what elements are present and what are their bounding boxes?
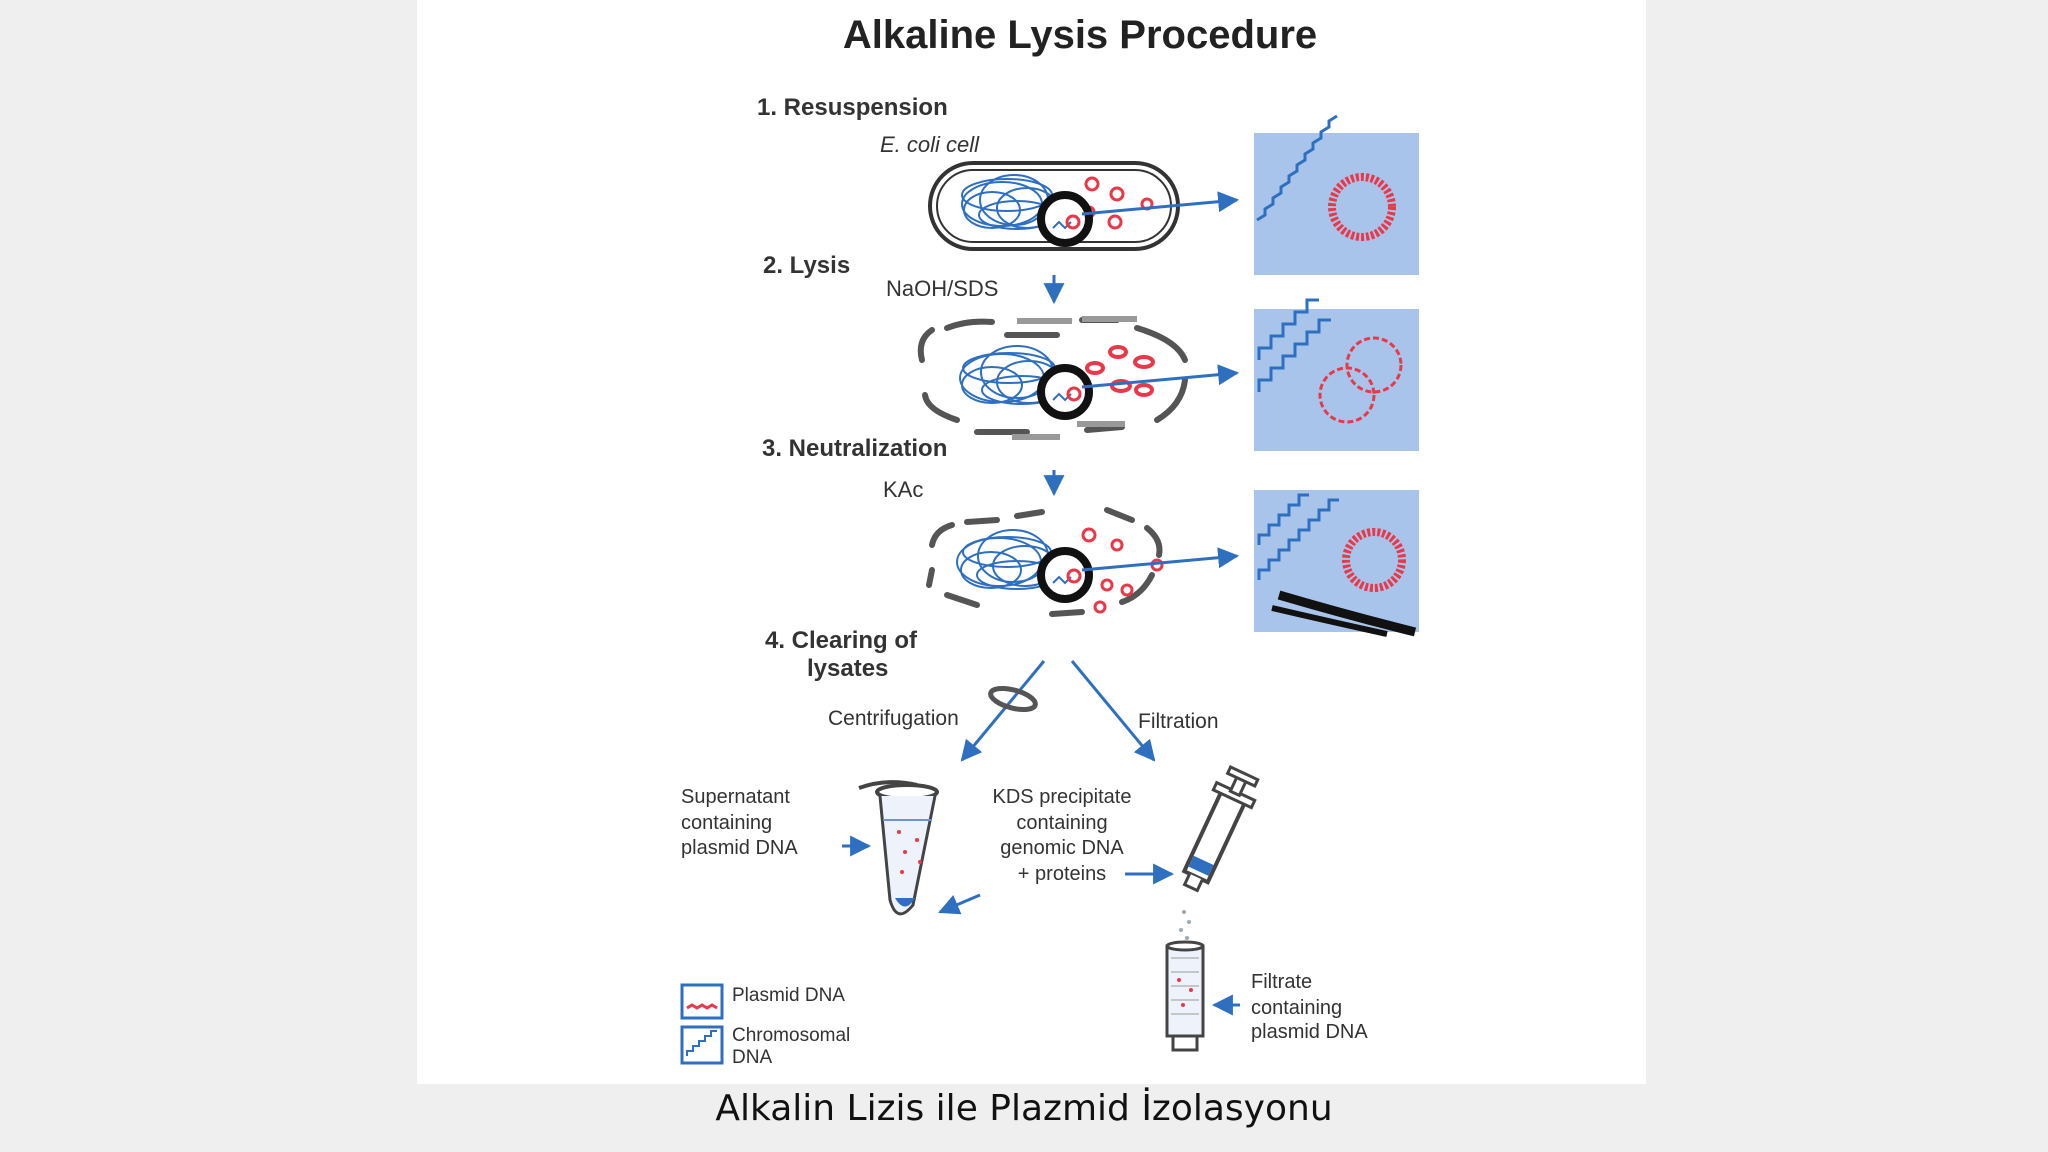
svg-text:Filtrate: Filtrate [1251,971,1312,993]
slide-caption: Alkalin Lizis ile Plazmid İzolasyonu [715,1088,1333,1129]
filtrate-drops [1179,910,1191,940]
microcentrifuge-tube [858,780,939,916]
lysed-cell [917,316,1188,440]
zoom-arrow-3 [1081,547,1240,572]
diagram-title: Alkaline Lysis Procedure [843,13,1317,57]
supernatant-text: Supernatant containing plasmid DNA [681,786,798,859]
legend: Plasmid DNA Chromosomal DNA [680,983,850,1068]
centrifugation-arrow [960,660,1046,762]
zoom-arrow-2 [1081,364,1240,389]
svg-text:KDS precipitate: KDS precipitate [993,786,1132,808]
pellet-arrow [938,893,981,915]
step-clearing-label-line1: 4. Clearing of [765,627,918,654]
alkaline-lysis-diagram: Alkaline Lysis Procedure 1. Resuspension… [680,13,1419,1068]
svg-text:Supernatant: Supernatant [681,786,790,808]
step-lysis-label: 2. Lysis [763,252,850,279]
kds-precipitate-text: KDS precipitate containing genomic DNA +… [993,786,1132,885]
zoom-panel-3 [1254,490,1419,637]
svg-text:+ proteins: + proteins [1018,863,1106,885]
kac-label: KAc [883,477,923,502]
legend-chromosomal-label-line1: Chromosomal [732,1025,850,1046]
legend-plasmid-icon [680,983,724,1020]
neutralized-cell [926,507,1164,617]
svg-text:plasmid DNA: plasmid DNA [1251,1021,1368,1043]
filtration-label: Filtration [1138,710,1219,733]
zoom-lens-1 [1037,191,1093,247]
syringe-filter [1181,765,1260,893]
zoom-panel-2 [1254,298,1419,451]
zoom-lens-2 [1037,364,1093,420]
zoom-panel-1 [1254,114,1419,275]
naoh-sds-label: NaOH/SDS [886,276,998,301]
svg-text:plasmid DNA: plasmid DNA [681,837,798,859]
filtrate-text: Filtrate containing plasmid DNA [1251,971,1368,1043]
filtration-arrow [1070,660,1156,762]
legend-chromosomal-label-line2: DNA [732,1047,772,1068]
svg-text:containing: containing [1251,997,1342,1019]
zoom-arrow-1 [1081,191,1240,216]
centrifuge-rotor-icon [988,685,1038,713]
centrifugation-label: Centrifugation [828,707,959,730]
svg-text:containing: containing [681,812,772,834]
step-neutralization-label: 3. Neutralization [762,435,947,462]
legend-plasmid-label: Plasmid DNA [732,985,845,1006]
legend-chromosomal-icon [680,1025,724,1065]
zoom-lens-3 [1037,547,1093,603]
step-clearing-label-line2: lysates [807,655,888,682]
slide-panel: Alkaline Lysis Procedure 1. Resuspension… [417,0,1646,1084]
step-resuspension-label: 1. Resuspension [757,94,948,121]
svg-text:containing: containing [1016,812,1107,834]
ecoli-label: E. coli cell [880,132,980,157]
collection-tube [1165,940,1205,1052]
ecoli-cell [928,161,1180,251]
svg-text:genomic DNA: genomic DNA [1000,837,1124,859]
